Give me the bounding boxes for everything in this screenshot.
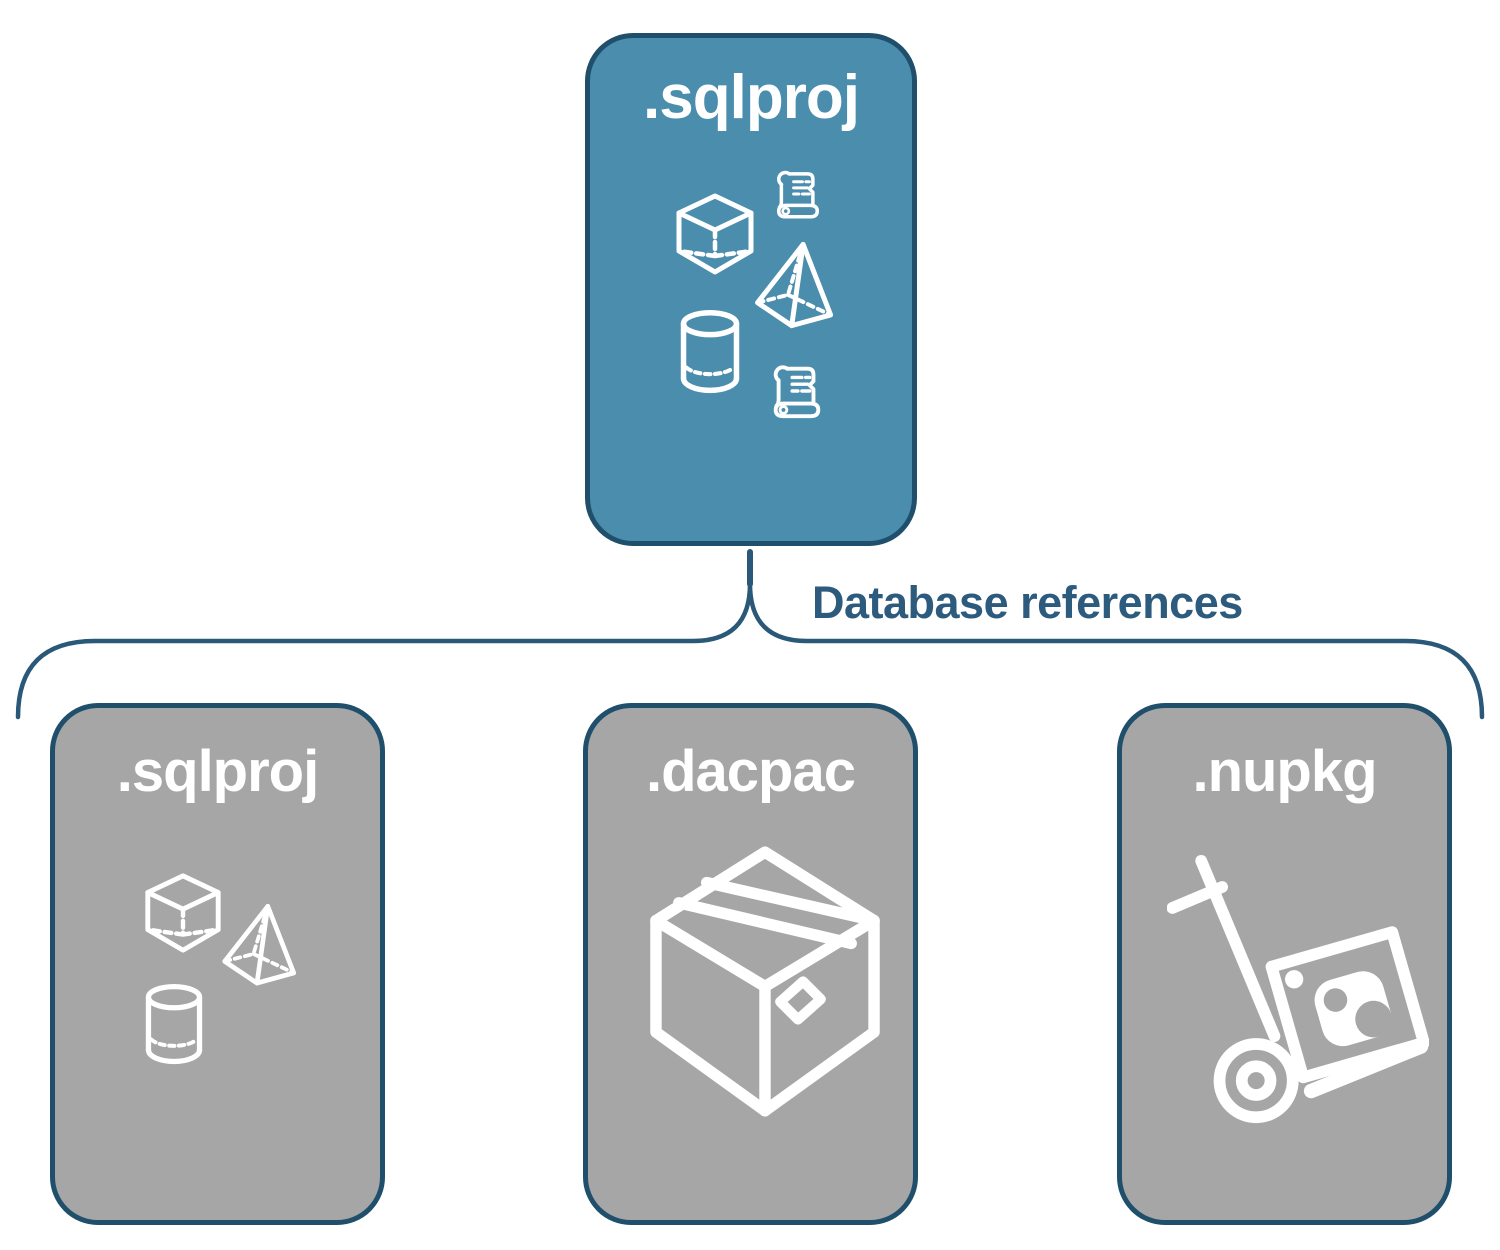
node-title: .dacpac <box>646 739 856 804</box>
sql-script-icon <box>766 360 828 422</box>
child-node-sqlproj: .sqlproj <box>50 703 385 1225</box>
cylinder-icon <box>143 984 205 1065</box>
child-node-dacpac: .dacpac <box>583 703 918 1225</box>
child-node-nupkg: .nupkg <box>1117 703 1452 1225</box>
hand-truck-icon <box>1167 853 1429 1146</box>
pyramid-icon <box>210 900 314 995</box>
pyramid-icon <box>742 238 852 338</box>
node-title: .sqlproj <box>116 739 319 804</box>
node-title: .sqlproj <box>643 63 860 132</box>
cylinder-icon <box>678 310 742 394</box>
sql-script-icon <box>770 166 826 222</box>
node-title: .nupkg <box>1192 739 1377 804</box>
top-node-sqlproj: .sqlproj <box>585 33 917 546</box>
package-box-icon <box>638 842 892 1126</box>
connector-brace <box>15 583 1485 720</box>
connector-label: Database references <box>812 577 1243 628</box>
